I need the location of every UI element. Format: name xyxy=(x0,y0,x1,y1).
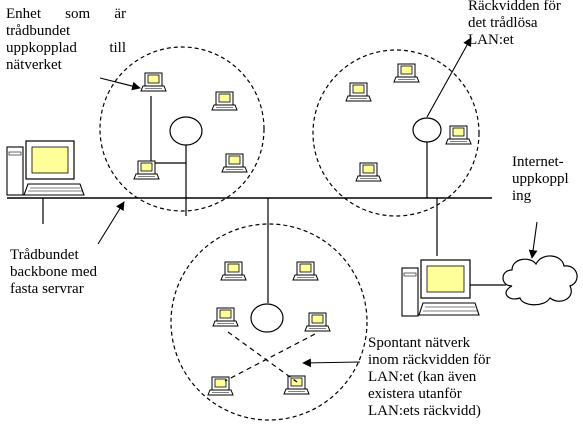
laptop-icon xyxy=(212,307,239,327)
wireless-range-circle-left xyxy=(99,46,265,212)
label-line: LAN:et xyxy=(468,32,514,48)
label-line: uppkoppl xyxy=(512,171,569,187)
laptop-icon xyxy=(445,125,472,145)
laptop-icon xyxy=(345,82,372,102)
adhoc-link xyxy=(224,333,316,382)
laptop-icon xyxy=(393,63,420,83)
laptop-icon xyxy=(355,162,382,182)
label-line: det trådlösa xyxy=(468,15,538,31)
laptop-icon xyxy=(140,72,167,92)
label-line: Trådbundet xyxy=(10,247,79,263)
label-line: trådbundet xyxy=(6,23,71,39)
arrow-adhoc xyxy=(302,358,361,368)
label-internet: Internet- uppkoppl ing xyxy=(512,154,569,205)
label-line: nätverket xyxy=(6,57,62,73)
label-line: Internet- xyxy=(512,154,564,170)
laptop-icon xyxy=(283,375,310,395)
laptop-icon xyxy=(221,153,248,173)
access-point-right xyxy=(412,117,442,143)
laptop-icon xyxy=(133,160,160,180)
label-line: ing xyxy=(512,188,532,204)
label-line: existera utanför xyxy=(368,386,462,402)
desktop-computer-icon xyxy=(6,140,85,196)
arrow-wired-device xyxy=(99,77,141,91)
access-point-left xyxy=(169,116,203,146)
label-wireless-range: Räckvidden för det trådlösa LAN:et xyxy=(468,0,561,49)
laptop-icon xyxy=(292,261,319,281)
access-point-bottom xyxy=(250,303,284,333)
internet-cloud-icon xyxy=(502,255,578,306)
adhoc-link xyxy=(227,331,298,383)
wireless-range-circle-bottom xyxy=(170,223,368,421)
label-line: LAN:et (kan även xyxy=(368,369,477,385)
label-line: uppkopplad till xyxy=(6,40,126,56)
label-line: Enhet som är xyxy=(6,6,126,22)
desktop-computer-icon xyxy=(401,259,480,317)
label-line: Räckvidden för xyxy=(468,0,561,14)
laptop-icon xyxy=(304,312,331,332)
laptop-icon xyxy=(220,261,247,281)
label-line: inom räckvidden för xyxy=(368,352,491,368)
laptop-icon xyxy=(211,91,238,111)
label-line: LAN:ets räckvidd) xyxy=(368,403,481,419)
label-backbone: Trådbundet backbone med fasta servrar xyxy=(10,247,97,298)
arrow-backbone xyxy=(97,201,125,245)
laptop-icon xyxy=(207,376,234,396)
arrow-internet xyxy=(528,221,538,259)
arrow-wireless-range xyxy=(426,37,472,118)
label-line: backbone med xyxy=(10,264,98,280)
label-wired-device: Enhet som är trådbundet uppkopplad till … xyxy=(6,6,126,74)
label-line: fasta servrar xyxy=(10,281,84,297)
label-line: Spontant nätverk xyxy=(368,335,471,351)
wireless-range-circle-right xyxy=(312,49,480,217)
label-adhoc: Spontant nätverk inom räckvidden för LAN… xyxy=(368,335,490,420)
